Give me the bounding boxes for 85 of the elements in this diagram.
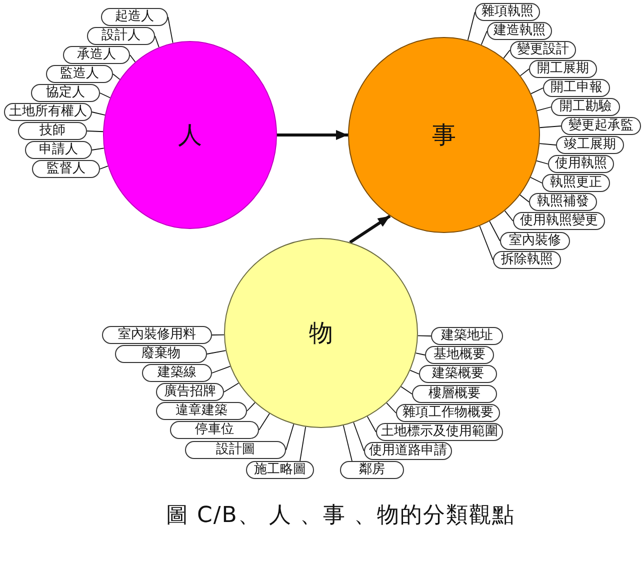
term-tag: 執照補發 — [529, 193, 597, 211]
leader-line — [224, 382, 240, 392]
leader-line — [212, 334, 224, 336]
leader-line — [415, 352, 426, 356]
term-tag: 違章建築 — [156, 402, 247, 420]
leader-line — [520, 194, 530, 202]
figure-caption: 圖 C/B、 人 、事 、物的分類觀點 — [166, 502, 515, 530]
term-tag: 建築概要 — [419, 365, 497, 383]
leader-line — [112, 74, 120, 80]
leader-line — [300, 426, 306, 462]
term-tag: 廢棄物 — [115, 345, 207, 363]
term-tag: 變更設計 — [510, 41, 576, 59]
leader-line — [86, 130, 104, 132]
term-tag: 技師 — [18, 122, 87, 140]
term-tag: 協定人 — [31, 84, 100, 102]
leader-line — [530, 88, 544, 94]
term-tag: 土地標示及使用範圍 — [376, 423, 503, 441]
term-tag: 變更起承監 — [561, 117, 641, 135]
leader-line — [418, 335, 432, 336]
term-tag: 開工勘驗 — [551, 98, 620, 116]
term-tag: 室內裝修用料 — [102, 326, 212, 344]
leader-line — [520, 68, 530, 76]
leader-line — [342, 424, 352, 462]
leader-line — [246, 402, 256, 412]
leader-line — [130, 54, 136, 62]
term-tag: 樓層概要 — [412, 385, 497, 403]
category-label: 人 — [178, 122, 202, 148]
leader-line — [467, 12, 476, 41]
leader-line — [539, 126, 562, 128]
term-tag: 停車位 — [170, 421, 259, 439]
category-label: 物 — [309, 320, 333, 346]
term-tag: 執照更正 — [542, 174, 610, 192]
leader-line — [479, 226, 494, 260]
term-tag: 建築地址 — [431, 327, 503, 345]
term-tag: 施工略圖 — [246, 461, 314, 479]
term-tag: 雜項工作物概要 — [396, 404, 500, 422]
term-tag: 開工申報 — [543, 79, 610, 97]
leader-line — [480, 30, 488, 46]
term-tag: 監督人 — [32, 160, 100, 178]
leader-line — [92, 148, 104, 150]
leader-line — [212, 366, 231, 374]
arrow — [277, 130, 348, 140]
leader-line — [286, 424, 294, 450]
term-tag: 申請人 — [25, 141, 92, 159]
term-tag: 基地概要 — [425, 346, 494, 364]
leader-line — [503, 50, 510, 59]
leader-line — [504, 210, 514, 222]
term-tag: 鄰房 — [340, 461, 404, 479]
term-tag: 使用道路申請 — [364, 442, 452, 460]
leader-line — [92, 112, 106, 116]
leader-line — [410, 370, 420, 374]
term-tag: 土地所有權人 — [4, 103, 92, 121]
leader-line — [386, 402, 396, 414]
leader-line — [530, 176, 542, 184]
term-tag: 廣告招牌 — [156, 383, 224, 401]
term-tag: 建築線 — [142, 364, 212, 382]
term-tag: 雜項執照 — [475, 3, 540, 21]
leader-line — [400, 386, 412, 394]
category-circle — [103, 41, 277, 229]
arrow — [349, 214, 391, 244]
term-tag: 設計圖 — [185, 441, 286, 459]
leader-line — [536, 106, 552, 112]
leader-line — [100, 92, 111, 98]
leader-line — [168, 16, 174, 44]
term-tag: 竣工展期 — [556, 136, 624, 154]
leader-line — [353, 422, 364, 452]
category-label: 事 — [432, 122, 456, 148]
term-tag: 監造人 — [46, 65, 113, 83]
leader-line — [206, 350, 226, 354]
term-tag: 建造執照 — [487, 22, 552, 40]
leader-line — [366, 416, 376, 432]
term-tag: 設計人 — [87, 27, 155, 45]
term-tag: 室內裝修 — [500, 232, 570, 250]
leader-line — [154, 36, 160, 48]
leader-line — [539, 143, 556, 146]
term-tag: 使用執照變更 — [513, 212, 605, 230]
term-tag: 起造人 — [101, 8, 168, 26]
leader-line — [258, 413, 270, 430]
leader-line — [100, 166, 108, 170]
leader-line — [536, 160, 548, 164]
leader-line — [489, 220, 500, 242]
term-tag: 承造人 — [63, 46, 130, 64]
term-tag: 拆除執照 — [493, 251, 561, 269]
term-tag: 使用執照 — [548, 155, 614, 173]
term-tag: 開工展期 — [529, 60, 597, 78]
